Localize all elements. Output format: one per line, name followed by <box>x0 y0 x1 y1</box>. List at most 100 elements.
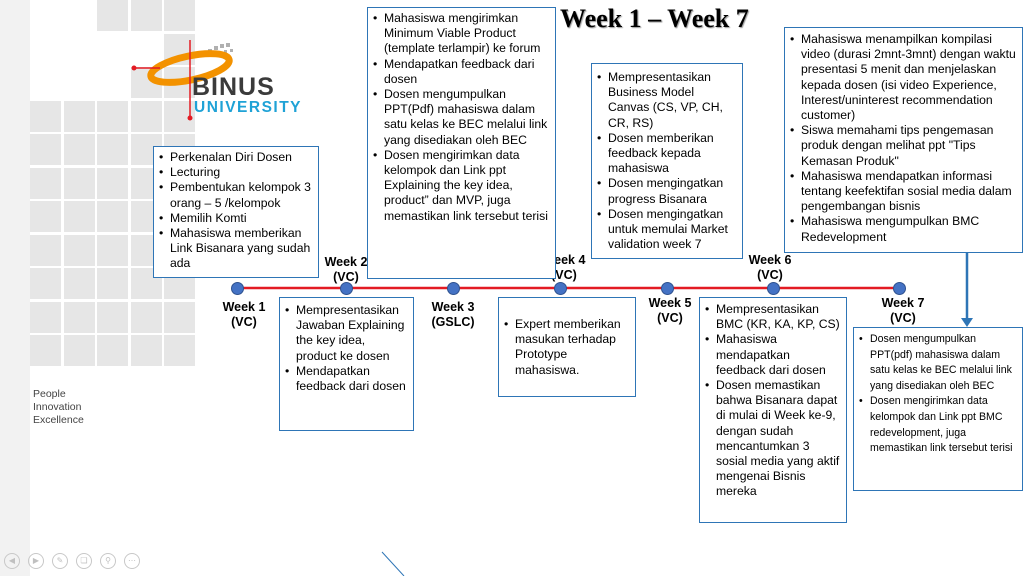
week7-bottom-item: Dosen mengumpulkan PPT(pdf) mahasiswa da… <box>857 332 1018 394</box>
decorative-square <box>164 0 195 31</box>
week4-list: Expert memberikan masukan terhadap Proto… <box>502 317 631 378</box>
week1-name: Week 1 <box>222 300 266 314</box>
decorative-square <box>97 134 128 165</box>
prev-icon[interactable]: ◀ <box>4 553 20 569</box>
decorative-square <box>97 201 128 232</box>
week5-label: Week 5 (VC) <box>640 296 700 326</box>
decorative-square <box>97 268 128 299</box>
week5-item: Dosen memberikan feedback kepada mahasis… <box>595 131 738 177</box>
week1-item: Pembentukan kelompok 3 orang – 5 /kelomp… <box>157 180 314 210</box>
week7-arrow-head <box>961 318 973 327</box>
decorative-square <box>164 335 195 366</box>
tagline-excellence: Excellence <box>33 414 84 426</box>
week1-item: Mahasiswa memberikan Link Bisanara yang … <box>157 226 314 272</box>
week7-bottom-box: Dosen mengumpulkan PPT(pdf) mahasiswa da… <box>853 327 1023 491</box>
logo-name: BINUS <box>192 73 275 101</box>
week5-name: Week 5 <box>648 296 692 310</box>
week3-item: Mahasiswa mengirimkan Minimum Viable Pro… <box>371 11 551 57</box>
milestone-week3 <box>447 282 460 295</box>
week5-item: Dosen mengingatkan progress Bisanara <box>595 176 738 206</box>
decorative-square <box>30 301 61 333</box>
week5-list: Mempresentasikan Business Model Canvas (… <box>595 70 738 252</box>
week2-name: Week 2 <box>324 255 368 269</box>
week7-label: Week 7 (VC) <box>872 296 934 326</box>
week3-item: Mendapatkan feedback dari dosen <box>371 57 551 87</box>
decorative-square <box>130 100 162 132</box>
decorative-square <box>130 301 162 333</box>
week2-item: Mendapatkan feedback dari dosen <box>283 364 409 394</box>
week7-name: Week 7 <box>881 296 925 310</box>
week5-mode: (VC) <box>657 311 683 325</box>
tagline-innovation: Innovation <box>33 401 82 413</box>
week4-item: Expert memberikan masukan terhadap Proto… <box>502 317 631 378</box>
decorative-square <box>97 335 128 366</box>
binus-logo: BINUS UNIVERSITY <box>130 40 340 125</box>
logo-subtitle: UNIVERSITY <box>194 99 303 116</box>
decorative-square <box>97 167 128 199</box>
copy-icon[interactable]: ❏ <box>76 553 92 569</box>
week1-mode: (VC) <box>231 315 257 329</box>
week7-top-item: Mahasiswa mendapatkan informasi tentang … <box>788 169 1018 215</box>
decorative-square <box>30 201 61 232</box>
week6-label: Week 6 (VC) <box>740 253 800 283</box>
week3-box: Mahasiswa mengirimkan Minimum Viable Pro… <box>367 7 556 279</box>
week7-top-item: Mahasiswa menampilkan kompilasi video (d… <box>788 32 1018 123</box>
slide-title: Week 1 – Week 7 <box>560 4 749 33</box>
milestone-week7 <box>893 282 906 295</box>
decorative-square <box>63 301 95 333</box>
milestone-week2 <box>340 282 353 295</box>
week1-item: Perkenalan Diri Dosen <box>157 150 314 165</box>
week1-list: Perkenalan Diri Dosen Lecturing Pembentu… <box>157 150 314 272</box>
week7-mode: (VC) <box>890 311 916 325</box>
decorative-square <box>30 268 61 299</box>
week2-mode: (VC) <box>333 270 359 284</box>
week1-item: Memilih Komti <box>157 211 314 226</box>
milestone-week4 <box>554 282 567 295</box>
week6-box: Mempresentasikan BMC (KR, KA, KP, CS) Ma… <box>699 297 847 523</box>
week5-item: Dosen mengingatkan untuk memulai Market … <box>595 207 738 253</box>
week6-list: Mempresentasikan BMC (KR, KA, KP, CS) Ma… <box>703 302 842 500</box>
decorative-square <box>97 234 128 266</box>
week2-list: Mempresentasikan Jawaban Explaining the … <box>283 303 409 394</box>
week7-bottom-item: Dosen mengirimkan data kelompok dan Link… <box>857 394 1018 456</box>
week4-mode: (VC) <box>551 268 577 282</box>
week6-item: Mahasiswa mendapatkan feedback dari dose… <box>703 332 842 378</box>
week1-item: Lecturing <box>157 165 314 180</box>
week7-top-item: Siswa memahami tips pengemasan produk de… <box>788 123 1018 169</box>
week3-item: Dosen mengirimkan data kelompok dan Link… <box>371 148 551 224</box>
decorative-square <box>97 0 128 31</box>
week3-item: Dosen mengumpulkan PPT(Pdf) mahasiswa da… <box>371 87 551 148</box>
week7-top-item: Mahasiswa mengumpulkan BMC Redevelopment <box>788 214 1018 244</box>
week2-label: Week 2 (VC) <box>316 255 376 285</box>
week7-bottom-list: Dosen mengumpulkan PPT(pdf) mahasiswa da… <box>857 332 1018 457</box>
decorative-square <box>63 234 95 266</box>
week4-box: Expert memberikan masukan terhadap Proto… <box>498 297 636 397</box>
zoom-icon[interactable]: ⚲ <box>100 553 116 569</box>
decorative-square <box>63 100 95 132</box>
milestone-week6 <box>767 282 780 295</box>
milestone-week1 <box>231 282 244 295</box>
week2-item: Mempresentasikan Jawaban Explaining the … <box>283 303 409 364</box>
decorative-square <box>130 335 162 366</box>
more-icon[interactable]: ⋯ <box>124 553 140 569</box>
decorative-square <box>30 335 61 366</box>
decorative-square <box>30 234 61 266</box>
milestone-week5 <box>661 282 674 295</box>
decorative-square <box>97 301 128 333</box>
decorative-square <box>63 167 95 199</box>
decorative-square <box>130 0 162 31</box>
decorative-square <box>164 301 195 333</box>
tagline-people: People <box>33 388 66 400</box>
week1-box: Perkenalan Diri Dosen Lecturing Pembentu… <box>153 146 319 278</box>
tagline: People Innovation Excellence <box>33 388 84 427</box>
week3-name: Week 3 <box>431 300 475 314</box>
week6-item: Dosen memastikan bahwa Bisanara dapat di… <box>703 378 842 500</box>
week6-mode: (VC) <box>757 268 783 282</box>
week6-name: Week 6 <box>748 253 792 267</box>
decorative-square <box>30 167 61 199</box>
decorative-square <box>30 134 61 165</box>
next-icon[interactable]: ▶ <box>28 553 44 569</box>
week3-label: Week 3 (GSLC) <box>420 300 486 330</box>
pen-icon[interactable]: ✎ <box>52 553 68 569</box>
week1-label: Week 1 (VC) <box>214 300 274 330</box>
